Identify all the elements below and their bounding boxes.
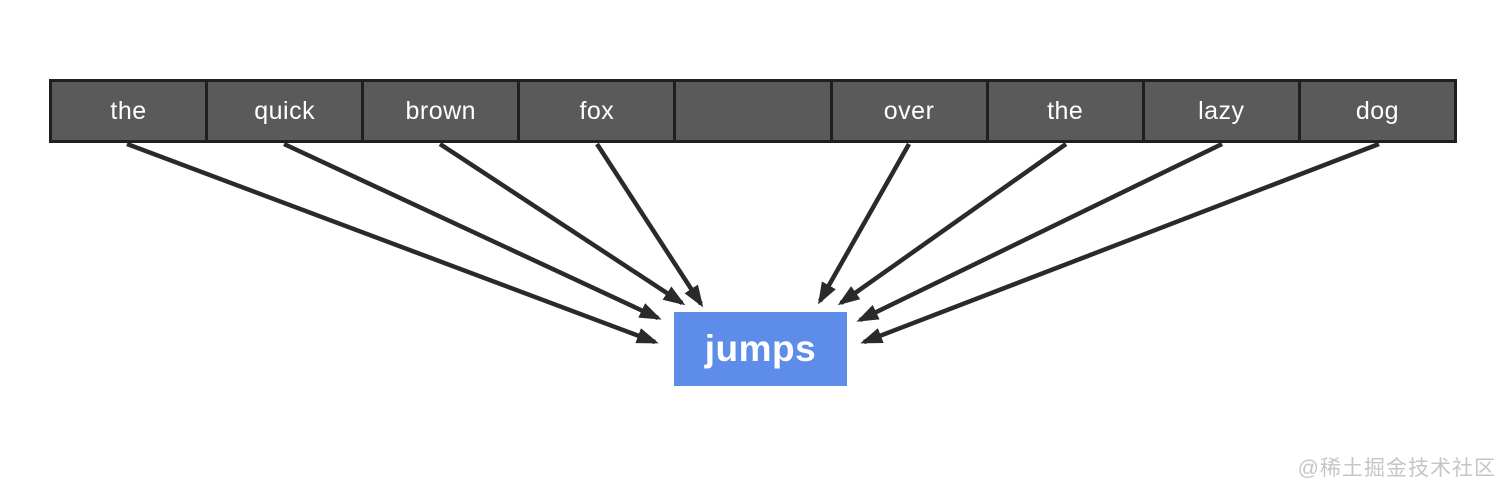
word-cell-dog: dog [1297, 79, 1457, 143]
arrow-dog [860, 141, 1380, 345]
arrow-over [818, 142, 911, 305]
word-cell-brown: brown [361, 79, 521, 143]
word-cell-fox: fox [517, 79, 677, 143]
arrow-fox [595, 142, 704, 308]
word-cell-the-1: the [49, 79, 209, 143]
arrow-quick [283, 141, 662, 321]
word-cell-over: over [829, 79, 989, 143]
word-cell-the-2: the [985, 79, 1145, 143]
word-cell-lazy: lazy [1141, 79, 1301, 143]
arrow-lazy [856, 141, 1223, 323]
center-word-box: jumps [674, 312, 847, 386]
arrow-the-1 [126, 141, 659, 345]
context-word-row: the quick brown fox over the lazy dog [49, 79, 1457, 143]
word-cell-blank [673, 79, 833, 143]
arrow-the-2 [837, 142, 1068, 306]
watermark-text: @稀土掘金技术社区 [1297, 457, 1496, 480]
word-cell-quick: quick [205, 79, 365, 143]
arrow-brown [438, 142, 686, 306]
